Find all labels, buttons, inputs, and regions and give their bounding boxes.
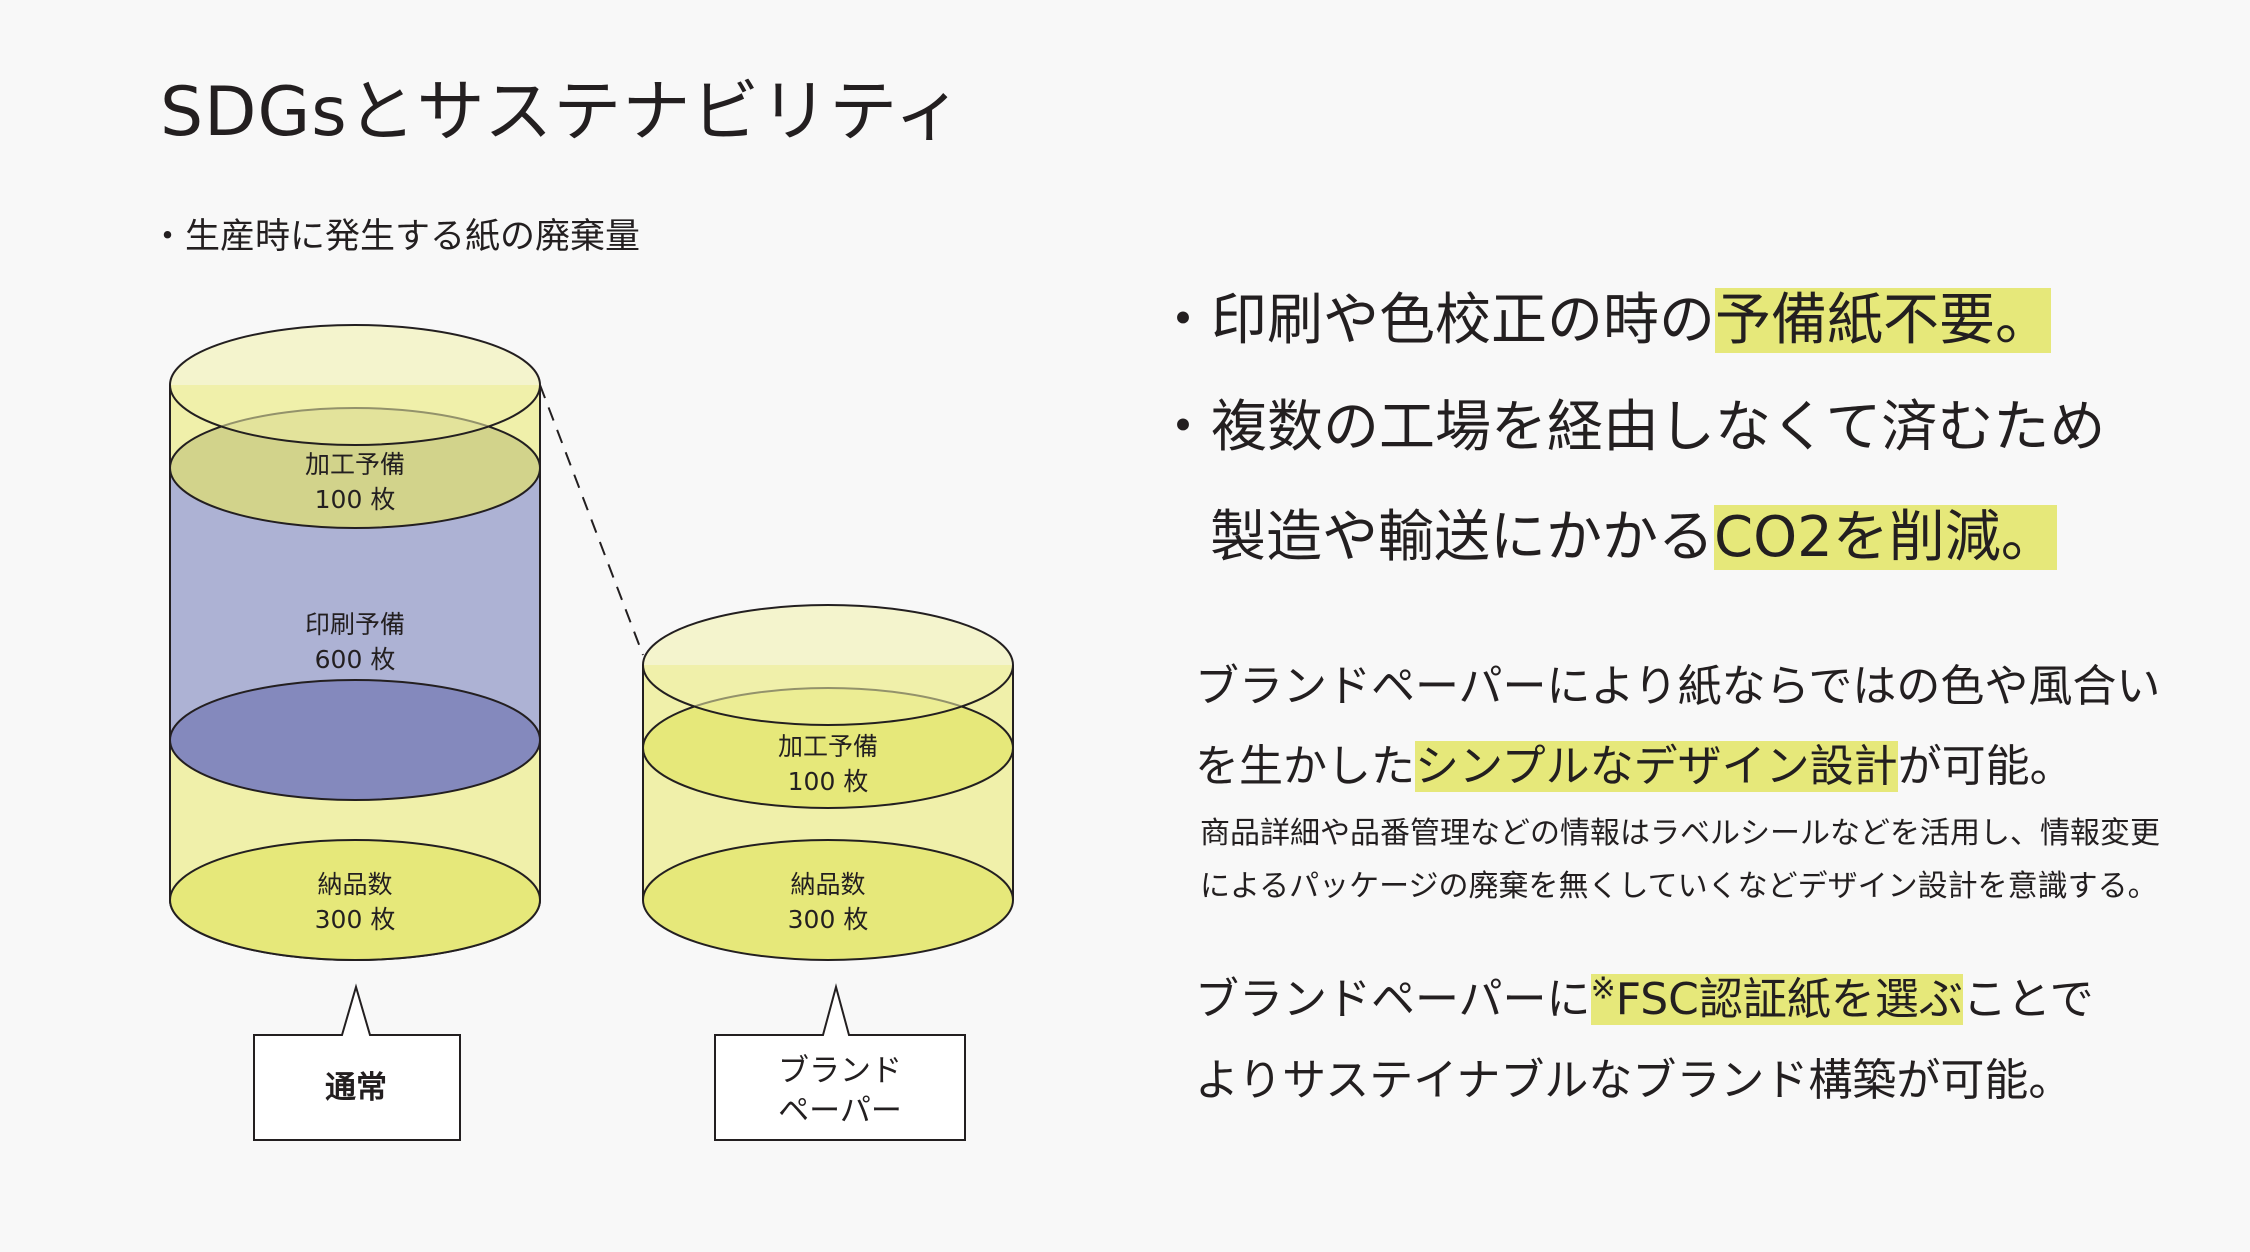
normal-delivery-ellipse	[169, 839, 541, 961]
normal-print-reserve-bottom-ellipse	[169, 679, 541, 801]
comparison-dashed-line	[539, 384, 644, 656]
point-co2: 製造や輸送にかかるCO2を削減。	[1210, 492, 2057, 573]
brand-label-callout: ブランド ペーパー	[714, 983, 966, 1141]
brand-top-ellipse	[642, 604, 1014, 726]
point-3-text: 製造や輸送にかかる	[1210, 505, 1714, 570]
design-line-2-highlight: シンプルなデザイン設計	[1415, 741, 1898, 792]
brand-paper-cylinder: 加工予備 100 枚 納品数 300 枚	[642, 604, 1014, 961]
brand-label-line2: ペーパー	[778, 1093, 902, 1129]
design-line-1: ブランドペーパーにより紙ならではの色や風合い	[1195, 661, 2161, 712]
normal-top-ellipse	[169, 324, 541, 446]
brand-delivery-name: 納品数	[790, 870, 865, 899]
normal-cylinder: 加工予備 100 枚 印刷予備 600 枚 納品数 300 枚	[169, 324, 541, 961]
brand-processing-count: 100 枚	[788, 767, 869, 796]
fsc-line-1-before: ブランドペーパーに	[1195, 974, 1591, 1025]
normal-print-reserve-name: 印刷予備	[305, 610, 405, 639]
design-line-2: を生かしたシンプルなデザイン設計が可能。	[1195, 730, 2074, 794]
point-1-highlight: 予備紙不要。	[1715, 288, 2051, 353]
normal-label-callout: 通常	[253, 983, 461, 1141]
normal-label: 通常	[325, 1070, 387, 1106]
design-note-2: によるパッケージの廃棄を無くしていくなどデザイン設計を意識する。	[1200, 869, 2158, 904]
brand-label-line1: ブランド	[778, 1053, 902, 1089]
fsc-line-1-after: ことで	[1962, 974, 2094, 1025]
normal-processing-count: 100 枚	[315, 485, 396, 514]
normal-print-reserve-count: 600 枚	[315, 645, 396, 674]
design-line-2-after: が可能。	[1897, 741, 2074, 792]
point-factory: ・複数の工場を経由しなくて済むため	[1155, 395, 2106, 460]
point-3-highlight: CO2を削減。	[1714, 505, 2057, 570]
fsc-line-1: ブランドペーパーに※FSC認証紙を選ぶことで	[1195, 963, 2094, 1027]
fsc-note-mark: ※	[1590, 971, 1616, 1007]
brand-delivery-ellipse	[642, 839, 1014, 961]
design-note-1: 商品詳細や品番管理などの情報はラベルシールなどを活用し、情報変更	[1200, 816, 2160, 851]
point-paper-reserve: ・印刷や色校正の時の予備紙不要。	[1155, 275, 2051, 356]
brand-processing-name: 加工予備	[778, 732, 878, 761]
normal-delivery-name: 納品数	[317, 870, 392, 899]
point-1-text: ・印刷や色校正の時の	[1155, 288, 1715, 353]
normal-delivery-count: 300 枚	[315, 905, 396, 934]
fsc-line-2: よりサステイナブルなブランド構築が可能。	[1195, 1055, 2073, 1106]
page-title: SDGsとサステナビリティ	[160, 73, 964, 152]
section-subtitle: ・生産時に発生する紙の廃棄量	[150, 217, 641, 257]
design-line-2-before: を生かした	[1195, 741, 1415, 792]
fsc-line-1-highlight: FSC認証紙を選ぶ	[1615, 974, 1963, 1025]
normal-processing-name: 加工予備	[305, 450, 405, 479]
brand-delivery-count: 300 枚	[788, 905, 869, 934]
